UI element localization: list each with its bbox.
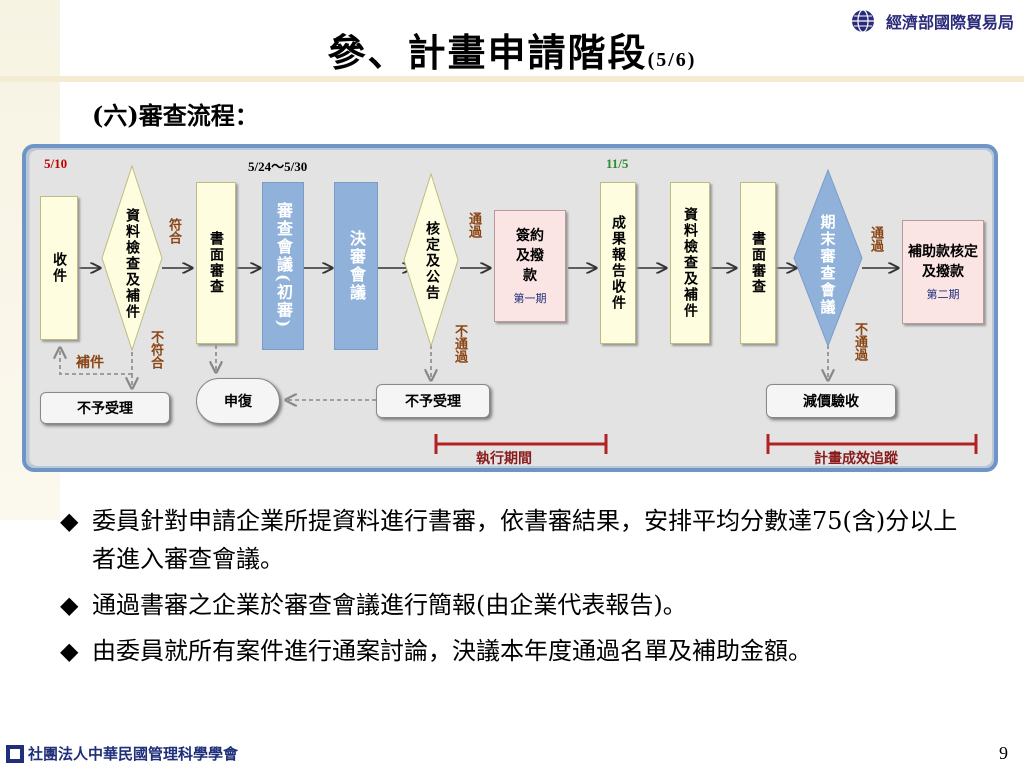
reject-box-1: 不予受理	[40, 392, 170, 424]
subsidy-text: 補助款核定及撥款	[908, 244, 978, 280]
passed-label-2: 通過	[868, 226, 883, 252]
written-review-box: 書面審查	[196, 182, 236, 344]
title-underline	[0, 76, 1024, 82]
title-text: 參、計畫申請階段	[327, 30, 648, 75]
phase1-label: 第一期	[513, 292, 547, 305]
subsidy-box: 補助款核定及撥款 第二期	[902, 220, 984, 324]
page-number: 9	[999, 743, 1008, 763]
diamond-bullet-icon: ◆	[60, 637, 79, 665]
date-start: 5/10	[44, 156, 68, 171]
globe-icon	[851, 9, 874, 33]
result-report-box: 成果報告收件	[600, 182, 636, 344]
check-docs-label: 資料檢查及補件	[124, 208, 140, 320]
bullet-text: 由委員就所有案件進行通案討論，決議本年度通過名單及補助金額。	[92, 637, 812, 665]
bullet-text: 通過書審之企業於審查會議進行簡報(由企業代表報告)。	[92, 591, 687, 619]
receive-box: 收件	[40, 196, 78, 340]
title-suffix: (5/6)	[647, 49, 697, 71]
appeal-box: 申復	[196, 378, 280, 424]
agency-logo: 經濟部國際貿易局	[850, 8, 1014, 34]
written-review2-box: 書面審查	[740, 182, 776, 344]
decision-meeting-box: 決審會議	[334, 182, 378, 350]
check-docs2-box: 資料檢查及補件	[670, 182, 710, 344]
passed-label-1: 通過	[466, 212, 481, 238]
final-review-label: 期末審查會議	[818, 214, 837, 316]
page-title: 參、計畫申請階段(5/6)	[0, 22, 1024, 77]
diamond-bullet-icon: ◆	[60, 591, 79, 619]
exec-period-label: 執行期間	[476, 451, 532, 467]
supplement-label: 補件	[76, 356, 104, 371]
org-logo-icon	[6, 744, 24, 763]
reduced-acceptance-box: 減價驗收	[766, 384, 896, 418]
bullet-item: ◆ 由委員就所有案件進行通案討論，決議本年度通過名單及補助金額。	[60, 632, 980, 670]
check-diamond	[101, 164, 163, 352]
reject-box-2: 不予受理	[376, 384, 490, 418]
tracking-label: 計畫成效追蹤	[814, 451, 898, 467]
sign-pay-text: 簽約及撥款	[516, 228, 544, 284]
review-meeting-box: 審查會議(初審)	[262, 182, 304, 350]
bullet-text: 委員針對申請企業所提資料進行書審，依書審結果，安排平均分數達75(含)分以上者進…	[92, 507, 958, 573]
phase2-label: 第二期	[926, 288, 960, 301]
sign-pay-box: 簽約及撥款 第一期	[494, 210, 566, 322]
section-subheading: (六)審查流程：	[92, 101, 259, 130]
date-meeting: 5/24～5/30	[248, 159, 308, 174]
agency-name: 經濟部國際貿易局	[885, 13, 1014, 32]
bullet-item: ◆ 通過書審之企業於審查會議進行簡報(由企業代表報告)。	[60, 586, 980, 624]
date-report: 11/5	[606, 156, 629, 171]
final-review-diamond	[793, 168, 863, 348]
bullet-list: ◆ 委員針對申請企業所提資料進行書審，依書審結果，安排平均分數達75(含)分以上者…	[60, 502, 980, 678]
footer-org: 社團法人中華民國管理科學學會	[6, 743, 238, 764]
pass-label: 符合	[166, 218, 181, 244]
approve-diamond	[403, 172, 459, 348]
not-passed-label-1: 不通過	[452, 324, 467, 363]
bullet-item: ◆ 委員針對申請企業所提資料進行書審，依書審結果，安排平均分數達75(含)分以上者…	[60, 502, 980, 578]
footer-org-name: 社團法人中華民國管理科學學會	[28, 745, 239, 763]
fail-label: 不符合	[148, 330, 163, 369]
not-passed-label-2: 不通過	[852, 322, 867, 361]
diamond-bullet-icon: ◆	[60, 507, 79, 535]
approve-announce-label: 核定及公告	[424, 221, 440, 301]
